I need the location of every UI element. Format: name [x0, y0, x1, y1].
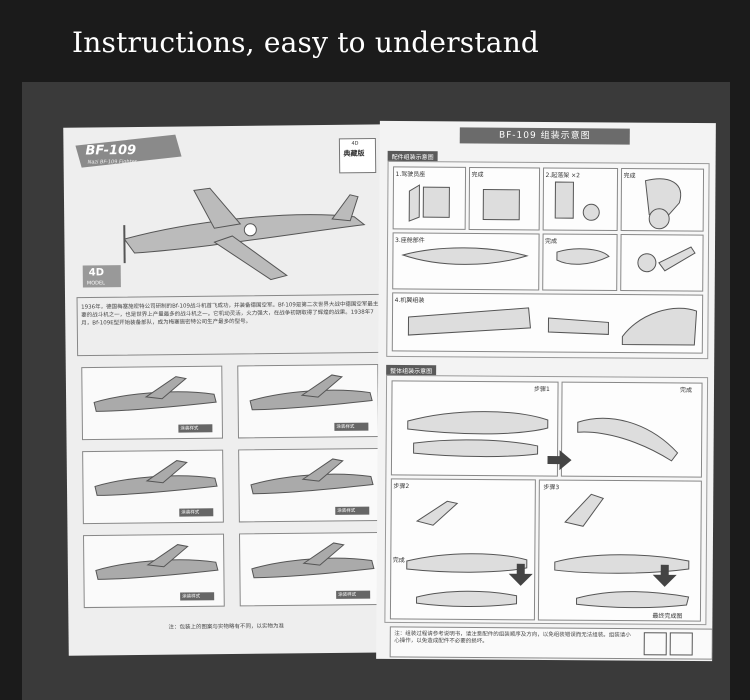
brand-small: 4D	[351, 140, 359, 147]
left-sheet-graphics	[75, 134, 387, 609]
left-footnote: 注：包装上的图案与实物略有不同，以实物为准	[168, 623, 285, 631]
right-instruction-sheet: BF-109 组装示意图 配件组装示意图	[376, 120, 716, 662]
hero-plane-illustration	[123, 187, 366, 281]
left-instruction-sheet: BF-109 Nazi BF-109 Fighter 典藏版 4D 4D MOD…	[63, 124, 402, 656]
assembly-steps-graphics	[389, 380, 713, 660]
right-footer-note: 注：组装过程请参考说明书，请注意配件的组装顺序及方向，以免组装错误而无法组装。组…	[394, 630, 631, 645]
label-step-3: 步骤3	[543, 483, 560, 492]
right-sheet-graphics	[391, 166, 705, 354]
variant-tag: 涂装样式	[181, 510, 200, 516]
label-step-2: 步骤2	[393, 482, 410, 491]
variant-tag: 涂装样式	[338, 592, 357, 598]
label-step-1: 步骤1	[533, 385, 550, 394]
variant-tag: 涂装样式	[337, 508, 356, 514]
label-done-step2: 完成	[392, 556, 405, 565]
intro-paragraph: 1936年，德国梅塞施密特公司研制的Bf-109战斗机首飞成功，并装备德国空军。…	[81, 301, 379, 327]
model-label: MODEL	[86, 280, 105, 287]
variant-tag: 涂装样式	[182, 594, 201, 600]
label-done-step1: 完成	[679, 386, 693, 395]
variant-tag: 涂装样式	[336, 424, 355, 430]
variant-tag: 涂装样式	[180, 426, 199, 432]
model-mark: 4D	[88, 267, 105, 279]
label-final: 最终完成图	[652, 612, 683, 620]
cover-subtitle: Nazi BF-109 Fighter	[87, 158, 137, 166]
cover-title: BF-109	[85, 142, 137, 159]
photo-stage: BF-109 Nazi BF-109 Fighter 典藏版 4D 4D MOD…	[22, 82, 730, 700]
brand-text: 典藏版	[343, 149, 365, 158]
page-title: Instructions, easy to understand	[72, 26, 540, 59]
